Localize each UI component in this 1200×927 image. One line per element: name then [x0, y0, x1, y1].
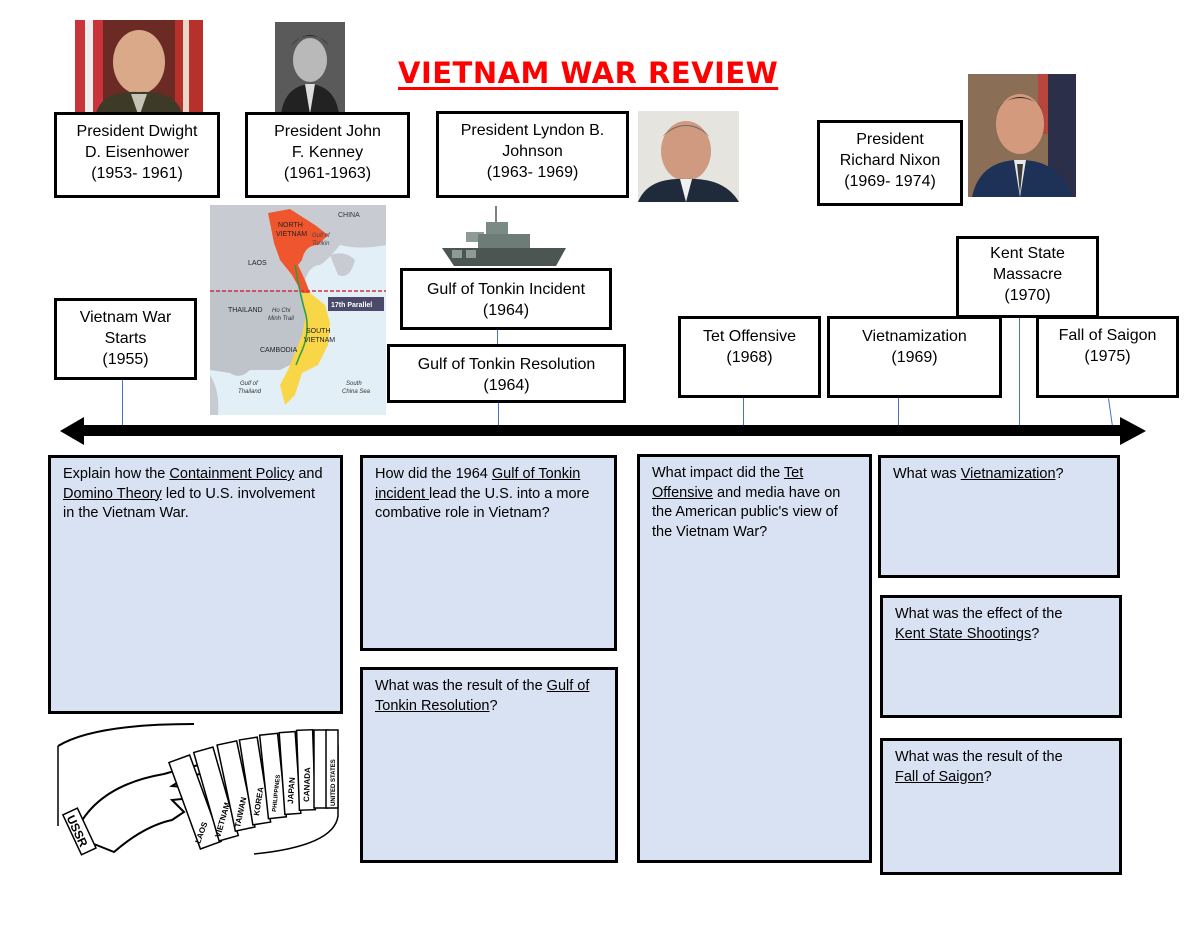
- term-vietnamization: Vietnamization: [960, 466, 1056, 482]
- term-domino-theory: Domino Theory: [63, 485, 162, 502]
- svg-text:Gulf of: Gulf of: [240, 381, 259, 387]
- event-box-fall-of-saigon: Fall of Saigon (1975): [1036, 316, 1179, 398]
- connector-tonkin-resolution: [498, 403, 499, 427]
- connector-1970: [1019, 318, 1020, 427]
- president-box-eisenhower: President Dwight D. Eisenhower (1953- 19…: [54, 112, 220, 198]
- event-box-vietnam-war-starts: Vietnam War Starts (1955): [54, 298, 197, 380]
- term-fall-of-saigon: Fall of Saigon: [895, 768, 984, 785]
- svg-text:Minh Trail: Minh Trail: [268, 316, 295, 322]
- page-title: VIETNAM WAR REVIEW: [398, 56, 779, 90]
- term-gulf-of-tonkin-incident: Gulf of Tonkin incident: [375, 466, 581, 502]
- president-box-kennedy: President John F. Kenney (1961-1963): [245, 112, 410, 198]
- president-box-johnson: President Lyndon B. Johnson (1963- 1969): [436, 111, 629, 198]
- question-box-tonkin-resolution[interactable]: What was the result of the Gulf of Tonki…: [360, 667, 618, 863]
- svg-text:Ho Chi: Ho Chi: [272, 308, 291, 314]
- president-box-nixon: President Richard Nixon (1969- 1974): [817, 120, 963, 206]
- question-box-tonkin-incident[interactable]: How did the 1964 Gulf of Tonkin incident…: [360, 455, 617, 651]
- event-box-gulf-of-tonkin-resolution: Gulf of Tonkin Resolution (1964): [387, 344, 626, 403]
- event-box-gulf-of-tonkin-incident: Gulf of Tonkin Incident (1964): [400, 268, 612, 330]
- connector-1955: [122, 380, 123, 427]
- event-box-kent-state: Kent State Massacre (1970): [956, 236, 1099, 318]
- svg-text:Thailand: Thailand: [238, 389, 262, 395]
- svg-text:CANADA: CANADA: [302, 767, 312, 802]
- svg-text:CHINA: CHINA: [338, 212, 360, 219]
- term-containment-policy: Containment Policy: [169, 466, 295, 482]
- svg-text:NORTH: NORTH: [278, 222, 303, 229]
- svg-text:17th Parallel: 17th Parallel: [331, 302, 372, 309]
- event-box-tet-offensive: Tet Offensive (1968): [678, 316, 821, 398]
- svg-text:Gulf of: Gulf of: [312, 233, 331, 239]
- connector-1975: [1107, 398, 1114, 427]
- connector-1968: [743, 398, 744, 427]
- svg-text:VIETNAM: VIETNAM: [304, 337, 335, 344]
- svg-text:VIETNAM: VIETNAM: [276, 231, 307, 238]
- eisenhower-photo: [75, 20, 203, 117]
- connector-1969: [898, 398, 899, 427]
- warship-image: [438, 204, 570, 268]
- svg-text:South: South: [346, 381, 362, 387]
- svg-text:THAILAND: THAILAND: [228, 307, 263, 314]
- vietnam-map: 17th Parallel CHINA NORTH VIETNAM Gulf o…: [210, 205, 386, 415]
- svg-text:KOREA: KOREA: [252, 786, 265, 816]
- svg-text:UNITED STATES: UNITED STATES: [331, 759, 337, 806]
- svg-text:CAMBODIA: CAMBODIA: [260, 347, 298, 354]
- term-kent-state-shootings: Kent State Shootings: [895, 625, 1032, 642]
- svg-text:Tonkin: Tonkin: [312, 241, 330, 247]
- question-box-kent-state[interactable]: What was the effect of the Kent State Sh…: [880, 595, 1122, 718]
- johnson-photo: [638, 111, 739, 202]
- kennedy-photo: [275, 22, 345, 114]
- term-gulf-of-tonkin-resolution: Gulf of Tonkin Resolution: [375, 678, 590, 714]
- svg-text:PHILIPPINES: PHILIPPINES: [272, 774, 282, 812]
- nixon-photo: [968, 74, 1076, 197]
- question-box-vietnamization[interactable]: What was Vietnamization?: [878, 455, 1120, 578]
- svg-text:China Sea: China Sea: [342, 389, 371, 395]
- term-tet-offensive: Tet Offensive: [652, 465, 804, 501]
- svg-text:SOUTH: SOUTH: [306, 328, 331, 335]
- timeline-bar: [80, 425, 1125, 436]
- question-box-containment[interactable]: Explain how the Containment Policy and D…: [48, 455, 343, 714]
- connector-tonkin-incident: [497, 330, 498, 344]
- svg-text:LAOS: LAOS: [248, 260, 267, 267]
- svg-text:JAPAN: JAPAN: [286, 777, 297, 804]
- question-box-fall-of-saigon[interactable]: What was the result of the Fall of Saigo…: [880, 738, 1122, 875]
- timeline-arrow-right: [1120, 417, 1146, 445]
- domino-theory-cartoon: USSR LAOS VIETNAM TAIWAN KOREA PHILIPPIN…: [54, 716, 344, 860]
- question-box-tet-offensive[interactable]: What impact did the Tet Offensive and me…: [637, 454, 872, 863]
- event-box-vietnamization: Vietnamization (1969): [827, 316, 1002, 398]
